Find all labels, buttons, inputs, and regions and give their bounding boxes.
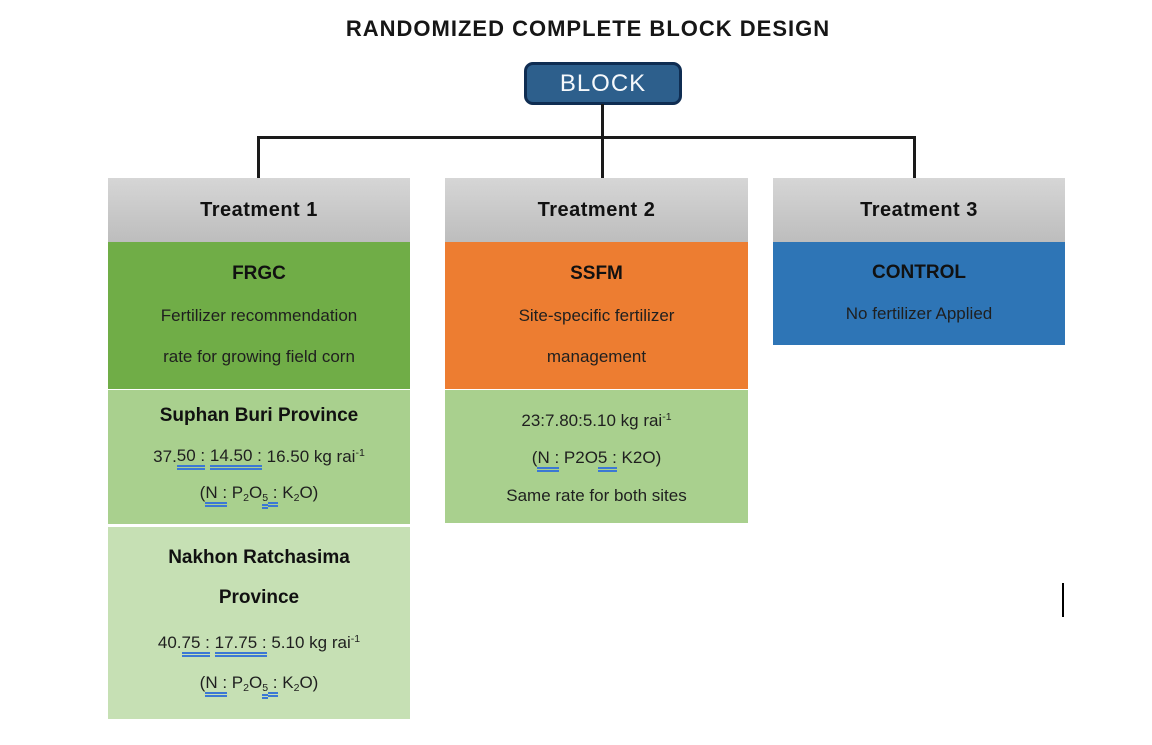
text-segment: O <box>248 673 263 693</box>
text-segment-underlined: N : <box>205 673 228 697</box>
treatment-2-header: Treatment 2 <box>445 178 748 242</box>
ssfm-desc-line-2: management <box>546 347 647 367</box>
text-segment-underlined: N : <box>537 448 560 472</box>
superscript-segment: -1 <box>355 446 365 459</box>
control-desc: No fertilizer Applied <box>845 304 993 323</box>
connector-drop-right <box>913 136 916 179</box>
subscript-segment: 2 <box>243 682 249 695</box>
ssfm-rate-line: 23:7.80:5.10 kg rai-1 <box>521 405 671 433</box>
text-segment-underlined: 50 : <box>176 446 206 470</box>
connector-drop-left <box>257 136 260 179</box>
superscript-segment: -1 <box>662 411 672 424</box>
ssfm-rate-block: 23:7.80:5.10 kg rai-1 (N : P2O5 : K2O) S… <box>445 390 748 523</box>
superscript-segment: -1 <box>350 632 361 645</box>
nakhon-rate-line: 40.75 : 17.75 : 5.10 kg rai-1 <box>158 627 360 655</box>
treatment-3-column: Treatment 3 CONTROL No fertilizer Applie… <box>773 178 1065 345</box>
control-block: CONTROL No fertilizer Applied <box>773 242 1065 345</box>
frgc-title: FRGC <box>232 262 286 284</box>
text-segment: ( <box>199 673 206 693</box>
suphan-buri-block: Suphan Buri Province 37.50 : 14.50 : 16.… <box>108 390 410 524</box>
text-segment: O) <box>299 673 319 693</box>
stray-mark <box>1062 583 1064 617</box>
ssfm-desc-line-1: Site-specific fertilizer <box>518 305 675 325</box>
block-root-node: BLOCK <box>524 62 682 105</box>
nakhon-title-line-2: Province <box>218 587 300 609</box>
text-segment-underlined: : <box>268 482 278 507</box>
diagram-title: RANDOMIZED COMPLETE BLOCK DESIGN <box>345 16 831 41</box>
nakhon-npk-line: (N : P2O5 : K2O) <box>199 671 319 700</box>
treatment-1-header: Treatment 1 <box>108 178 410 242</box>
suphan-buri-rate-line: 37.50 : 14.50 : 16.50 kg rai-1 <box>153 441 365 469</box>
text-segment-underlined: N : <box>205 482 228 507</box>
text-segment: K <box>277 482 294 502</box>
text-segment: ( <box>531 448 538 468</box>
connector-horizontal <box>257 136 916 139</box>
text-segment: 5.10 kg rai <box>266 632 351 652</box>
treatment-2-header-label: Treatment 2 <box>537 198 656 221</box>
treatment-3-header: Treatment 3 <box>773 178 1065 242</box>
subscript-segment: 2 <box>293 682 300 695</box>
subscript-segment: 2 <box>243 491 249 504</box>
text-segment: K2O) <box>616 448 662 468</box>
text-segment-underlined: 5 : <box>597 448 617 472</box>
connector-root-stem <box>601 104 604 138</box>
text-segment: 23:7.80:5.10 kg rai <box>521 411 663 431</box>
text-segment: P <box>227 673 244 693</box>
subscript-segment-underlined: 5 <box>262 491 269 509</box>
control-title: CONTROL <box>872 262 966 283</box>
suphan-buri-title: Suphan Buri Province <box>159 405 359 427</box>
ssfm-npk-line: (N : P2O5 : K2O) <box>532 446 661 470</box>
ssfm-block: SSFM Site-specific fertilizer management <box>445 242 748 389</box>
subscript-segment: 2 <box>293 491 300 504</box>
text-segment-underlined: 17.75 : <box>214 632 267 657</box>
text-segment: ( <box>199 482 206 502</box>
subscript-segment-underlined: 5 <box>262 682 269 699</box>
treatment-1-column: Treatment 1 FRGC Fertilizer recommendati… <box>108 178 410 719</box>
frgc-desc-line-1: Fertilizer recommendation <box>160 305 358 325</box>
ssfm-title: SSFM <box>570 262 623 284</box>
treatment-2-column: Treatment 2 SSFM Site-specific fertilize… <box>445 178 748 523</box>
text-segment-underlined: : <box>268 673 278 697</box>
text-segment: K <box>277 673 294 693</box>
text-segment: P <box>227 482 244 502</box>
text-segment: O) <box>299 482 319 502</box>
text-segment: P2O <box>559 448 598 468</box>
text-segment: O <box>248 482 263 502</box>
suphan-buri-npk-line: (N : P2O5 : K2O) <box>199 481 319 510</box>
frgc-block: FRGC Fertilizer recommendation rate for … <box>108 242 410 389</box>
ssfm-note-line: Same rate for both sites <box>506 485 687 505</box>
text-segment: 16.50 kg rai <box>261 446 356 466</box>
text-segment: 37. <box>153 446 177 466</box>
connector-drop-center <box>601 136 604 179</box>
block-root-label: BLOCK <box>559 69 647 97</box>
text-segment-underlined: 75 : <box>181 632 210 657</box>
nakhon-ratchasima-block: Nakhon Ratchasima Province 40.75 : 17.75… <box>108 527 410 719</box>
text-segment: 40. <box>157 632 182 652</box>
treatment-1-header-label: Treatment 1 <box>200 198 318 221</box>
nakhon-title-line-1: Nakhon Ratchasima <box>168 546 350 568</box>
text-segment-underlined: 14.50 : <box>209 446 262 470</box>
treatment-3-header-label: Treatment 3 <box>860 198 978 221</box>
text-segment <box>210 633 215 652</box>
frgc-desc-line-2: rate for growing field corn <box>163 347 355 367</box>
